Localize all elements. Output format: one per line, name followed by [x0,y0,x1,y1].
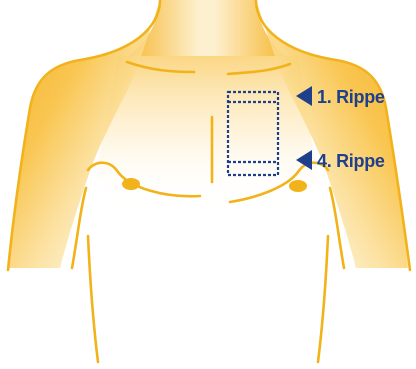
rib1-label: 1. Rippe [317,87,385,107]
right-nipple [289,180,307,192]
rib4-label: 4. Rippe [317,151,385,171]
torso-fill [8,0,408,268]
left-nipple [122,178,140,190]
